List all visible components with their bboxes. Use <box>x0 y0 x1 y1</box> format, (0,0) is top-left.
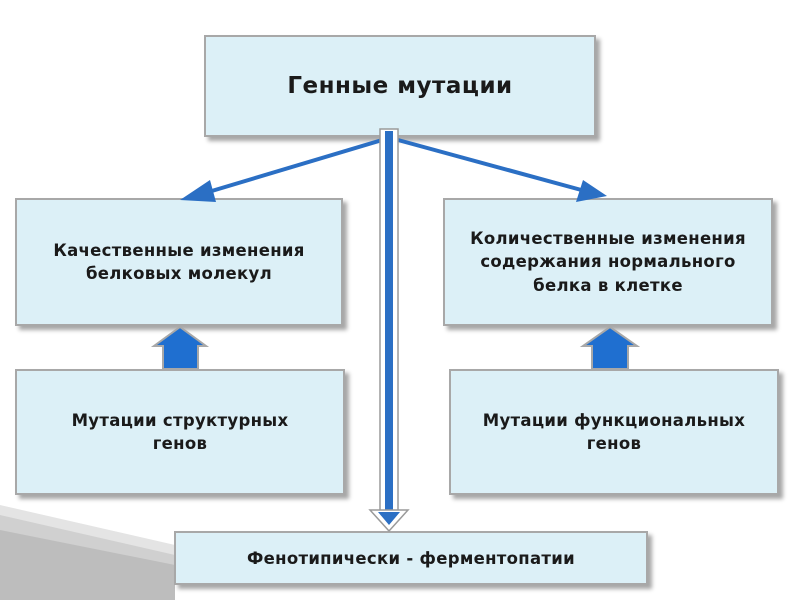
functional-genes-box: Мутации функциональных генов <box>449 369 779 495</box>
phenotype-label: Фенотипически - ферментопатии <box>246 548 576 568</box>
arrow-to-quantitative <box>397 138 607 202</box>
arrow-to-qualitative <box>180 138 383 202</box>
gene-mutations-title: Генные мутации <box>287 73 513 99</box>
structural-genes-label: Мутации структурных генов <box>71 410 289 453</box>
arrow-to-phenotype <box>368 128 410 533</box>
gene-mutations-box: Генные мутации <box>204 35 596 137</box>
qualitative-changes-label: Качественные изменения белковых молекул <box>53 240 305 283</box>
structural-genes-box: Мутации структурных генов <box>15 369 345 495</box>
quantitative-changes-box: Количественные изменения содержания норм… <box>443 198 773 326</box>
phenotype-box: Фенотипически - ферментопатии <box>174 531 648 585</box>
arrow-functional-to-quantitative <box>579 325 641 370</box>
qualitative-changes-box: Качественные изменения белковых молекул <box>15 198 343 326</box>
quantitative-changes-label: Количественные изменения содержания норм… <box>470 229 746 295</box>
arrow-structural-to-qualitative <box>150 325 210 370</box>
functional-genes-label: Мутации функциональных генов <box>482 410 746 453</box>
